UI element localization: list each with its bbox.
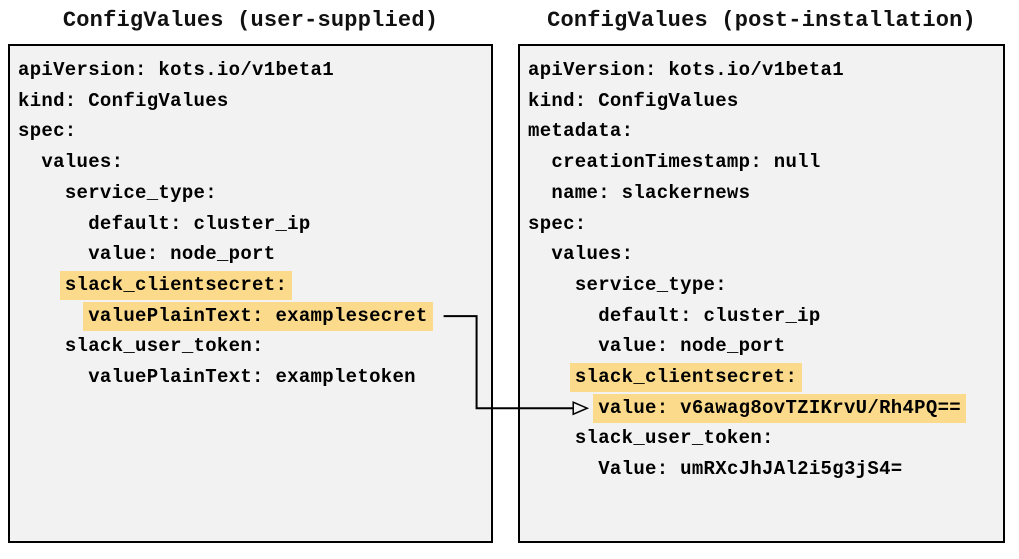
yaml-line: value: node_port [18,239,485,270]
panel-title-user-supplied: ConfigValues (user-supplied) [62,8,439,33]
yaml-text: Value: umRXcJhJAl2i5g3jS4= [598,458,903,481]
yaml-code-user-supplied: apiVersion: kots.io/v1beta1 kind: ConfigV… [18,55,485,393]
yaml-text: service_type: [574,273,727,296]
yaml-line: valuePlainText: examplesecret [18,301,485,332]
yaml-text: value: node_port [88,243,276,266]
highlighted-yaml-text: valuePlainText: examplesecret [83,301,433,331]
yaml-text: spec: [528,212,587,235]
highlighted-yaml-text: slack_clientsecret: [569,363,803,393]
yaml-line: values: [18,147,485,178]
yaml-box-user-supplied: apiVersion: kots.io/v1beta1 kind: ConfigV… [8,44,493,543]
yaml-text: apiVersion: kots.io/v1beta1 [528,59,844,81]
yaml-line: metadata: [528,116,997,147]
yaml-line: apiVersion: kots.io/v1beta1 [18,55,485,86]
yaml-text: valuePlainText: exampletoken [88,366,416,389]
yaml-text: slack_user_token: [574,427,774,450]
yaml-text: service_type: [64,181,217,204]
yaml-line: Value: umRXcJhJAl2i5g3jS4= [528,454,997,485]
yaml-line: spec: [528,209,997,240]
highlighted-yaml-text: value: v6awag8ovTZIKrvU/Rh4PQ== [593,393,966,423]
yaml-code-post-installation: apiVersion: kots.io/v1beta1 kind: ConfigV… [528,55,997,485]
yaml-line: slack_user_token: [528,423,997,454]
yaml-line: creationTimestamp: null [528,147,997,178]
yaml-text: values: [551,243,634,266]
yaml-line: slack_clientsecret: [528,362,997,393]
yaml-line: default: cluster_ip [528,301,997,332]
yaml-line: service_type: [18,178,485,209]
yaml-line: valuePlainText: exampletoken [18,362,485,393]
panel-user-supplied: ConfigValues (user-supplied) apiVersion:… [8,0,493,543]
panel-post-installation: ConfigValues (post-installation) apiVers… [518,0,1005,543]
yaml-text: kind: ConfigValues [18,89,229,112]
yaml-text: default: cluster_ip [88,212,311,235]
yaml-text: default: cluster_ip [598,304,821,327]
yaml-text: slack_user_token: [64,335,264,358]
yaml-line: value: v6awag8ovTZIKrvU/Rh4PQ== [528,393,997,424]
yaml-box-post-installation: apiVersion: kots.io/v1beta1 kind: ConfigV… [518,44,1005,543]
yaml-text: spec: [18,120,77,143]
yaml-line: kind: ConfigValues [528,86,997,117]
yaml-text: apiVersion: kots.io/v1beta1 [18,59,334,81]
yaml-line: service_type: [528,270,997,301]
yaml-line: kind: ConfigValues [18,86,485,117]
yaml-line: slack_user_token: [18,331,485,362]
yaml-text: kind: ConfigValues [528,89,739,112]
yaml-line: name: slackernews [528,178,997,209]
yaml-line: slack_clientsecret: [18,270,485,301]
yaml-text: name: slackernews [551,181,751,204]
yaml-line: apiVersion: kots.io/v1beta1 [528,55,997,86]
yaml-text: creationTimestamp: null [551,151,821,174]
yaml-text: value: node_port [598,335,786,358]
yaml-line: spec: [18,116,485,147]
yaml-line: value: node_port [528,331,997,362]
yaml-text: values: [41,151,124,174]
yaml-line: default: cluster_ip [18,209,485,240]
yaml-line: values: [528,239,997,270]
panel-title-post-installation: ConfigValues (post-installation) [547,8,976,33]
highlighted-yaml-text: slack_clientsecret: [59,270,293,300]
yaml-text: metadata: [528,120,634,143]
